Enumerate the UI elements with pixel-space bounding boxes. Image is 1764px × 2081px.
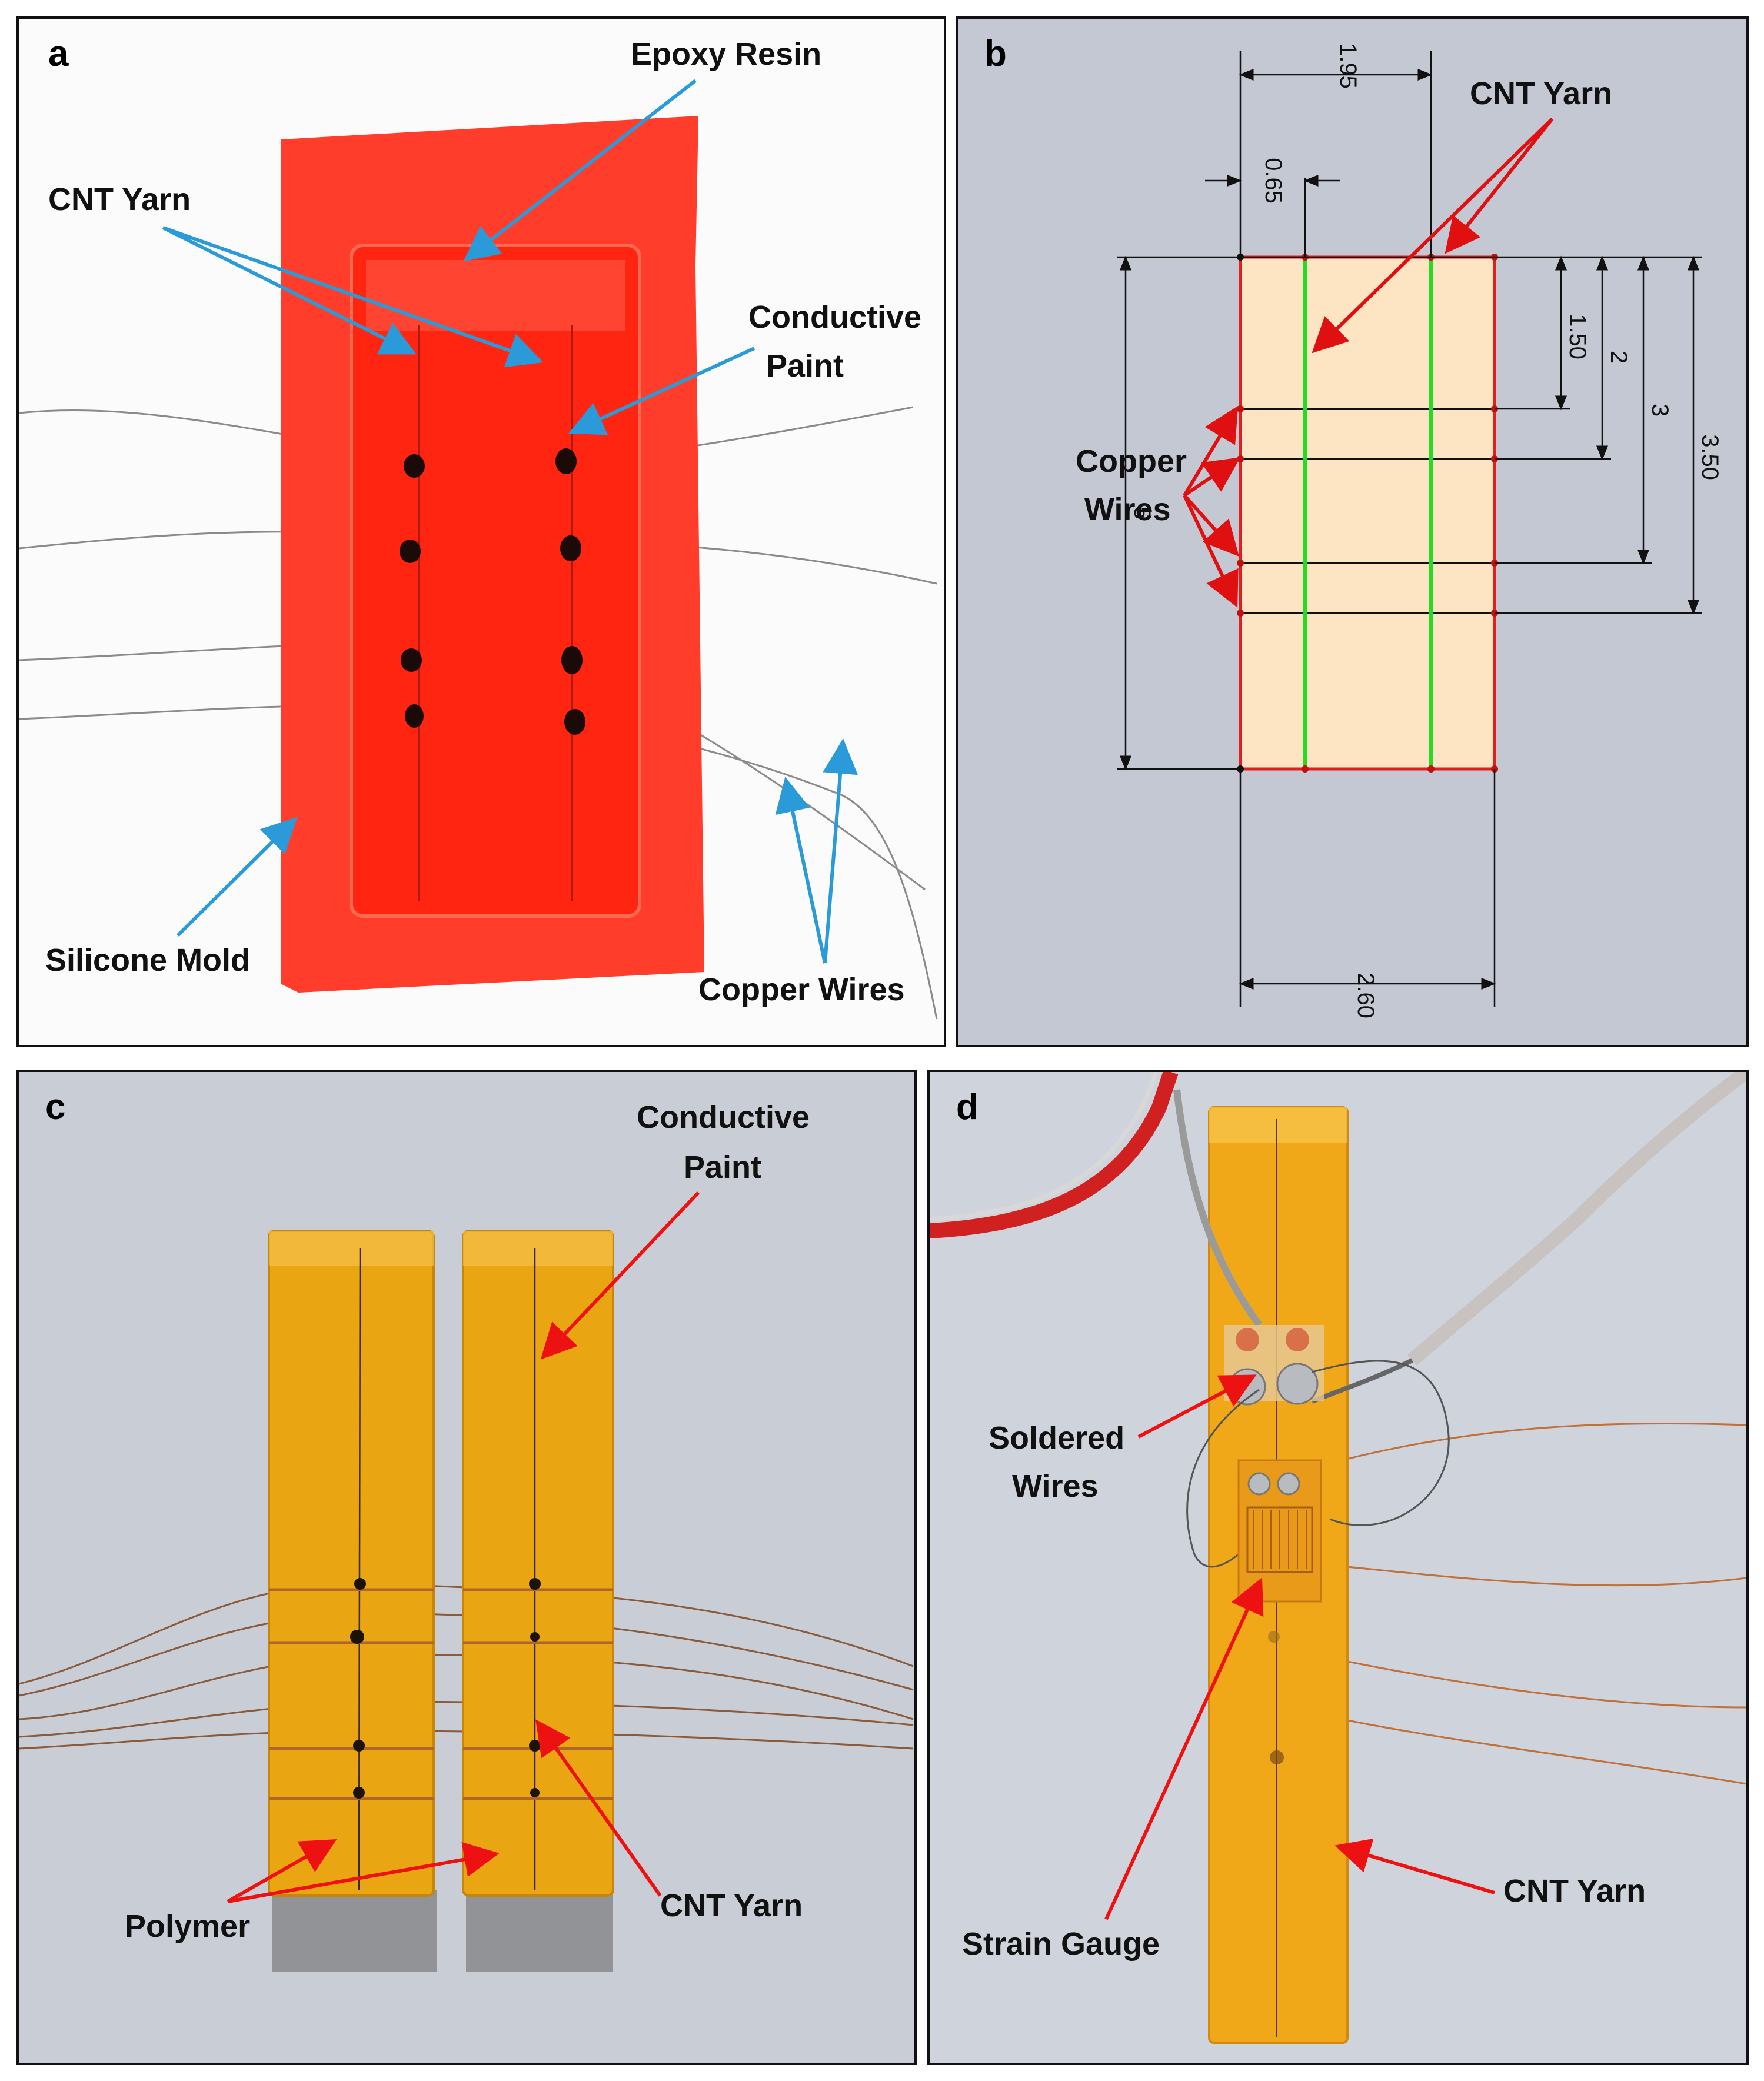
arrows-d	[1104, 1374, 1495, 1920]
panel-d-photo: d Soldered Wires Strain Gauge CNT Yarn	[930, 1072, 1746, 2044]
label-cnt-yarn-b: CNT Yarn	[1470, 76, 1612, 111]
panel-a-photo: a Epoxy Resin CNT Yarn Conductive Paint …	[19, 34, 938, 1020]
panel-letter-a: a	[48, 34, 69, 74]
label-soldered-wires-line2: Wires	[1012, 1469, 1099, 1504]
panel-a: a Epoxy Resin CNT Yarn Conductive Paint …	[16, 16, 946, 1047]
panel-c-photo: c Conductive Paint Polymer CNT Yarn	[19, 1087, 914, 1972]
label-cnt-yarn-c: CNT Yarn	[660, 1888, 803, 1923]
panel-b-drawing: 1.95 0.65 1.50 2 3 3.50 5 2.60 b CNT Yar…	[984, 34, 1723, 1018]
label-strain-gauge: Strain Gauge	[962, 1926, 1160, 1962]
label-conductive-paint-c-line1: Conductive	[637, 1100, 810, 1135]
label-silicone-mold: Silicone Mold	[45, 943, 250, 978]
cnt-yarn-c-left	[358, 1248, 361, 1890]
panel-letter-c: c	[45, 1087, 65, 1127]
strain-gauge	[1237, 1459, 1322, 1603]
label-copper-wires-b-line1: Copper	[1076, 444, 1187, 479]
panel-letter-b: b	[984, 34, 1007, 74]
copper-wires-d	[1341, 1423, 1746, 1785]
dim-3: 3	[1647, 404, 1673, 417]
label-copper-wires-b-line2: Wires	[1084, 492, 1171, 527]
arrows-c	[227, 1191, 700, 1903]
sample-outline	[1239, 255, 1496, 771]
dim-0-65: 0.65	[1260, 158, 1286, 204]
panel-d: d Soldered Wires Strain Gauge CNT Yarn	[927, 1070, 1749, 2065]
label-polymer: Polymer	[125, 1909, 250, 1944]
panel-c: c Conductive Paint Polymer CNT Yarn	[16, 1070, 917, 2065]
panel-b: 1.95 0.65 1.50 2 3 3.50 5 2.60 b CNT Yar…	[956, 16, 1749, 1047]
arrows-b	[1183, 117, 1554, 608]
dimension-lines	[1120, 69, 1699, 990]
label-conductive-paint-line2: Paint	[766, 348, 844, 384]
label-epoxy-resin: Epoxy Resin	[631, 36, 821, 72]
label-conductive-paint-c-line2: Paint	[684, 1150, 761, 1185]
cnt-yarn-lines	[1303, 257, 1433, 769]
label-conductive-paint-line1: Conductive	[748, 299, 921, 335]
label-copper-wires: Copper Wires	[698, 972, 905, 1007]
panel-letter-d: d	[956, 1087, 978, 1127]
conductive-paint-dots	[400, 448, 585, 735]
dim-5: 5	[1129, 507, 1155, 520]
dim-1-95: 1.95	[1335, 43, 1361, 89]
polymer-sample-left	[268, 1230, 435, 1897]
dim-1-50: 1.50	[1565, 314, 1590, 359]
label-soldered-wires-line1: Soldered	[988, 1420, 1124, 1456]
sample-wires-c	[269, 1588, 613, 1800]
label-cnt-yarn: CNT Yarn	[48, 182, 191, 217]
copper-wire-lines	[1240, 408, 1495, 614]
dim-3-50: 3.50	[1697, 434, 1723, 480]
soldered-wires-pads	[1224, 1325, 1324, 1406]
arrows-a	[162, 79, 858, 964]
label-cnt-yarn-d: CNT Yarn	[1503, 1873, 1646, 1909]
dim-2: 2	[1606, 351, 1632, 364]
dim-2-60: 2.60	[1353, 973, 1379, 1018]
